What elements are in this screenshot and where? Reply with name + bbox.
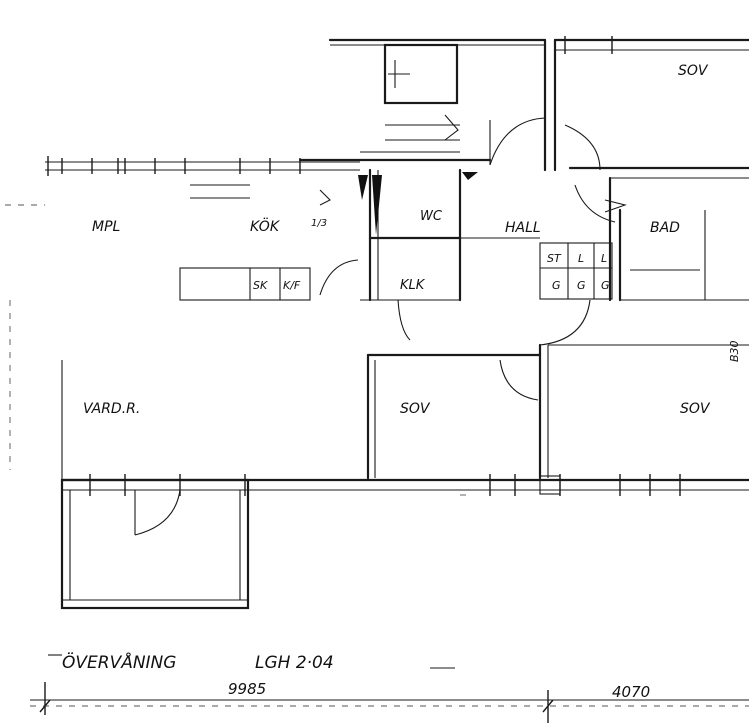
room-label-mpl: MPL: [92, 219, 120, 235]
fixture-labels: SK K/F 1/3 ST L L G G G B30: [253, 218, 741, 362]
dimension-line: 9985 4070: [30, 680, 749, 723]
fixture-label-g1: G: [552, 279, 561, 292]
doors: [134, 117, 627, 536]
room-label-sov-top: SOV: [678, 63, 709, 79]
room-label-hall: HALL: [505, 220, 541, 236]
fixture-label-kf: K/F: [283, 279, 301, 292]
fixture-label-g2: G: [577, 279, 586, 292]
fixture-label-l2: L: [601, 252, 607, 265]
room-labels: MPL KÖK WC HALL BAD KLK VARD.R. SOV SOV …: [83, 63, 711, 417]
room-label-sov-right: SOV: [680, 401, 711, 417]
caption-unit: LGH 2·04: [255, 653, 334, 673]
construction-lines: [5, 204, 470, 496]
dimension-left: 9985: [228, 680, 266, 698]
fixture-label-b30: B30: [728, 340, 741, 362]
fixture-label-l1: L: [578, 252, 584, 265]
room-label-vardr: VARD.R.: [83, 401, 140, 417]
caption: ÖVERVÅNING LGH 2·04: [48, 651, 455, 673]
stair-hatch: [358, 172, 478, 235]
room-label-sov-mid: SOV: [400, 401, 431, 417]
room-label-bad: BAD: [650, 220, 680, 236]
fixture-label-fraction: 1/3: [311, 218, 327, 229]
fixture-label-sk: SK: [253, 279, 268, 292]
room-label-klk: KLK: [400, 278, 426, 293]
room-label-kok: KÖK: [250, 217, 281, 235]
walls: [45, 36, 749, 610]
dimension-right: 4070: [612, 683, 650, 701]
caption-title: ÖVERVÅNING: [62, 651, 176, 673]
room-label-wc: WC: [420, 209, 443, 224]
fixture-label-g3: G: [601, 279, 610, 292]
fixture-label-st: ST: [547, 252, 562, 265]
